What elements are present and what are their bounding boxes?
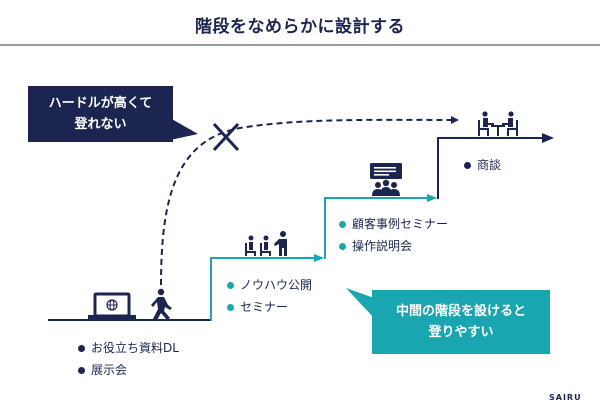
list-item-label: 操作説明会 <box>352 239 413 253</box>
hurdle-callout: ハードルが高くて 登れない <box>28 86 173 142</box>
intermediate-callout-line1: 中間の階段を設けると <box>395 304 526 319</box>
list-item: セミナー <box>227 296 312 318</box>
list-item: 商談 <box>464 154 501 176</box>
step-4-list: 商談 <box>464 154 501 176</box>
bullet-icon <box>78 366 85 374</box>
bullet-icon <box>227 281 234 289</box>
hurdle-callout-line2: 登れない <box>74 117 127 132</box>
bullet-icon <box>227 303 234 311</box>
step-3-line <box>324 194 437 259</box>
list-item-label: セミナー <box>240 300 289 314</box>
bullet-icon <box>339 242 346 250</box>
step-3-list: 顧客事例セミナー 操作説明会 <box>339 213 448 257</box>
blocked-dashed-path <box>160 115 459 286</box>
step-2-line <box>210 254 324 321</box>
list-item: 操作説明会 <box>339 235 448 257</box>
step-1-list: お役立ち資料DL 展示会 <box>78 337 179 381</box>
seminar-audience-icon <box>245 231 287 256</box>
list-item-label: 展示会 <box>91 363 128 377</box>
bullet-icon <box>464 161 471 169</box>
hurdle-callout-line1: ハードルが高くて <box>48 96 153 111</box>
intermediate-callout: 中間の階段を設けると 登りやすい <box>372 290 550 354</box>
list-item: ノウハウ公開 <box>227 274 312 296</box>
brand-logo: SAIRU <box>549 393 582 402</box>
bullet-icon <box>78 344 85 352</box>
title-divider <box>0 44 600 46</box>
list-item: 展示会 <box>78 359 179 381</box>
hurdle-callout-pointer <box>170 118 198 140</box>
laptop-globe-icon <box>88 292 136 319</box>
page-title: 階段をなめらかに設計する <box>195 17 405 37</box>
meeting-table-icon <box>478 111 518 136</box>
bullet-icon <box>339 220 346 228</box>
list-item: 顧客事例セミナー <box>339 213 448 235</box>
list-item-label: お役立ち資料DL <box>91 341 179 355</box>
step-2-list: ノウハウ公開 セミナー <box>227 274 312 318</box>
step-4-line <box>437 133 554 199</box>
list-item-label: 商談 <box>477 158 502 172</box>
list-item-label: 顧客事例セミナー <box>352 217 449 231</box>
walking-person-icon <box>151 288 172 320</box>
intermediate-callout-pointer <box>346 288 374 318</box>
list-item: お役立ち資料DL <box>78 337 179 359</box>
presentation-group-icon <box>370 163 402 196</box>
list-item-label: ノウハウ公開 <box>240 278 313 292</box>
intermediate-callout-line2: 登りやすい <box>428 325 494 340</box>
cross-icon <box>212 122 240 152</box>
